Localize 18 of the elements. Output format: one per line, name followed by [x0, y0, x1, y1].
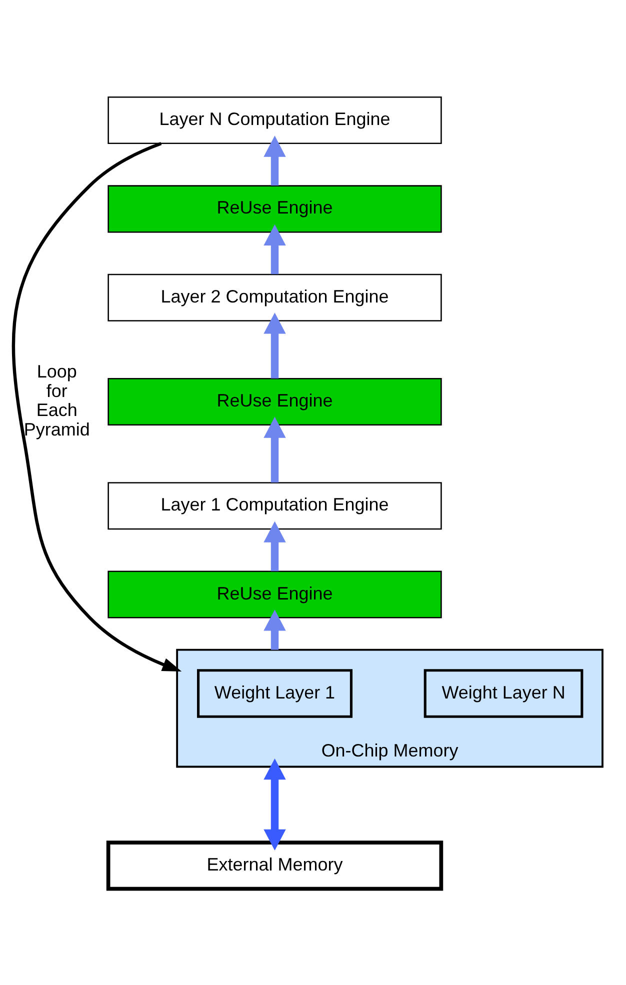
node-box: ReUse Engine: [108, 184, 442, 232]
arrow: [264, 520, 286, 571]
arrow: [264, 758, 286, 850]
edge-label: Loop for Each Pyramid: [24, 361, 90, 439]
arrow: [264, 416, 286, 482]
node-box: ReUse Engine: [108, 377, 442, 426]
node-box: External Memory: [106, 840, 444, 890]
node-box: ReUse Engine: [108, 570, 442, 618]
node-box: Layer 1 Computation Engine: [108, 482, 442, 530]
arrow: [264, 312, 286, 378]
arrow: [12, 142, 182, 672]
node-box: Layer N Computation Engine: [108, 96, 442, 144]
node-box: Weight Layer 1: [197, 668, 353, 718]
arrow: [264, 224, 286, 274]
arrow: [264, 135, 286, 185]
arrow: [264, 609, 286, 650]
node-box: Weight Layer N: [424, 668, 584, 718]
node-box: Layer 2 Computation Engine: [108, 273, 442, 321]
